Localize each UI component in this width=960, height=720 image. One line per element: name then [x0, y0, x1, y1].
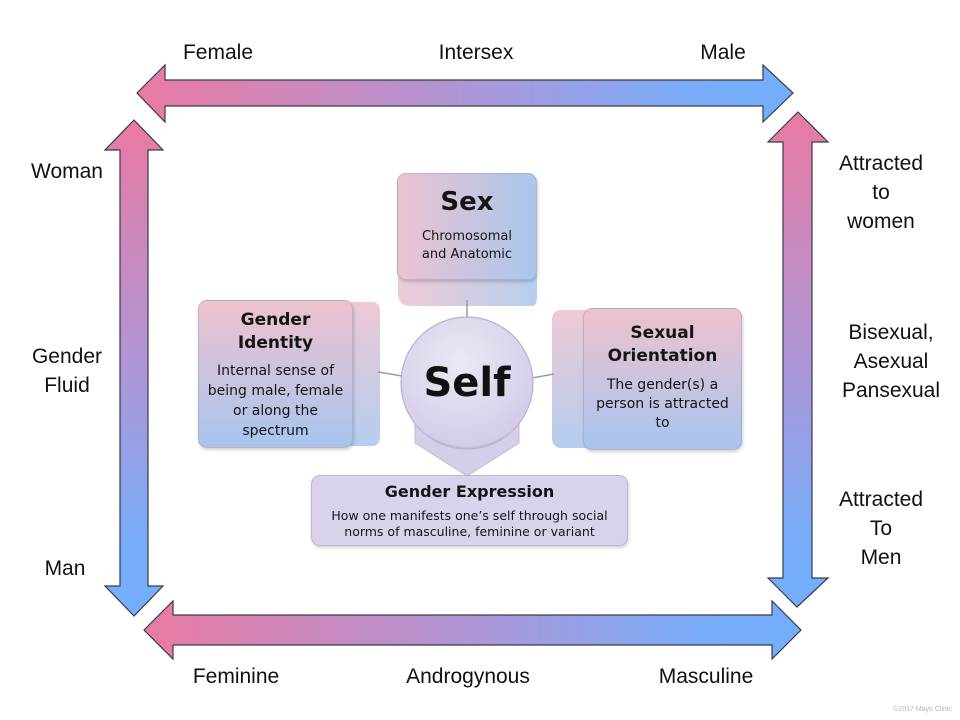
sexual-orientation-title: Sexual Orientation — [607, 323, 718, 366]
sexual-orientation-card: Sexual Orientation The gender(s) a perso… — [583, 308, 742, 450]
gender-identity-spectrum-arrow — [103, 119, 165, 617]
label-male: Male — [700, 41, 746, 64]
sex-title: Sex — [440, 187, 494, 217]
label-woman: Woman — [31, 160, 103, 183]
sex-description: Chromosomal and Anatomic — [421, 229, 513, 262]
sex-card: Sex Chromosomal and Anatomic — [397, 173, 537, 280]
label-intersex: Intersex — [438, 41, 514, 64]
label-masculine: Masculine — [658, 665, 754, 688]
label-androgynous: Androgynous — [406, 665, 530, 688]
label-bisexual-asexual-pansexual: Bisexual, Asexual Pansexual — [841, 321, 941, 402]
sex-spectrum-arrow — [136, 63, 794, 124]
expression-spectrum-arrow — [143, 599, 802, 661]
identity-connector — [377, 371, 403, 377]
label-gender-fluid: Gender Fluid — [31, 345, 103, 397]
label-attracted-to-men: Attracted To Men — [838, 488, 924, 569]
label-man: Man — [44, 557, 86, 580]
gender-expression-card: Gender Expression How one manifests one’… — [311, 475, 628, 546]
copyright: ©2017 Mayo Clinic — [893, 706, 952, 713]
sexual-orientation-description: The gender(s) a person is attracted to — [596, 377, 729, 431]
orientation-connector — [531, 373, 555, 379]
orientation-spectrum-arrow — [766, 111, 830, 608]
gender-identity-title: Gender Identity — [237, 310, 314, 353]
self-circle — [400, 316, 534, 450]
gender-expression-title: Gender Expression — [384, 482, 555, 501]
label-feminine: Feminine — [192, 665, 280, 688]
self-circle-fold — [419, 429, 515, 448]
label-female: Female — [182, 41, 254, 64]
gender-expression-description: How one manifests one’s self through soc… — [331, 508, 608, 539]
label-attracted-to-women: Attracted to women — [838, 152, 924, 233]
gender-identity-description: Internal sense of being male, female or … — [207, 363, 344, 439]
self-label: Self — [423, 360, 511, 406]
gender-identity-card: Gender Identity Internal sense of being … — [198, 300, 353, 448]
